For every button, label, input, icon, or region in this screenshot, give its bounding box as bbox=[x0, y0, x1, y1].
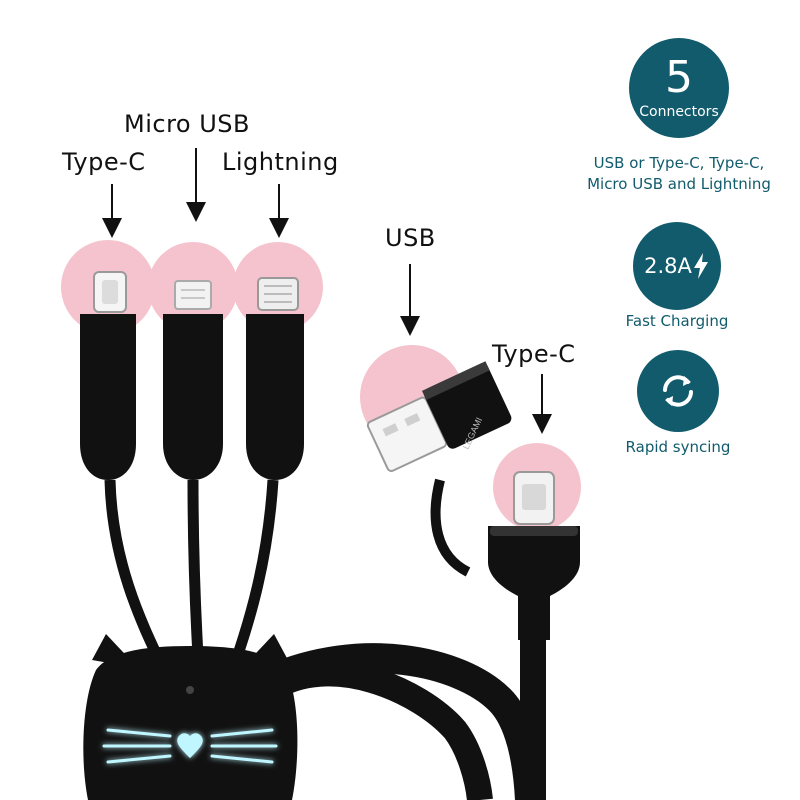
label-lightning: Lightning bbox=[222, 148, 339, 176]
fast-charging-caption: Fast Charging bbox=[625, 312, 729, 330]
sync-arrows-icon bbox=[663, 375, 693, 407]
lightning-bolt-icon bbox=[693, 253, 708, 279]
usb-a-connector bbox=[366, 361, 512, 577]
label-usb: USB bbox=[385, 224, 436, 252]
connectors-title: Connectors bbox=[639, 104, 719, 120]
label-type-c-left: Type-C bbox=[62, 148, 146, 176]
rapid-syncing-caption: Rapid syncing bbox=[625, 438, 731, 456]
label-micro-usb: Micro USB bbox=[124, 110, 250, 138]
connectors-caption-line2: Micro USB and Lightning bbox=[587, 175, 771, 193]
fast-charging-badge: 2.8A bbox=[633, 222, 721, 310]
connectors-caption-line1: USB or Type-C, Type-C, bbox=[593, 154, 765, 172]
cat-head bbox=[83, 634, 298, 800]
micro-usb-connector bbox=[246, 277, 304, 480]
connectors-count: 5 bbox=[665, 52, 693, 103]
type-c-left-connector bbox=[80, 271, 136, 480]
amperage-value: 2.8A bbox=[644, 254, 692, 278]
type-c-right-connector bbox=[488, 471, 580, 800]
label-type-c-right: Type-C bbox=[492, 340, 576, 368]
lightning-connector bbox=[163, 280, 223, 480]
connectors-badge: 5 Connectors bbox=[629, 38, 729, 138]
rapid-syncing-badge bbox=[637, 350, 719, 432]
